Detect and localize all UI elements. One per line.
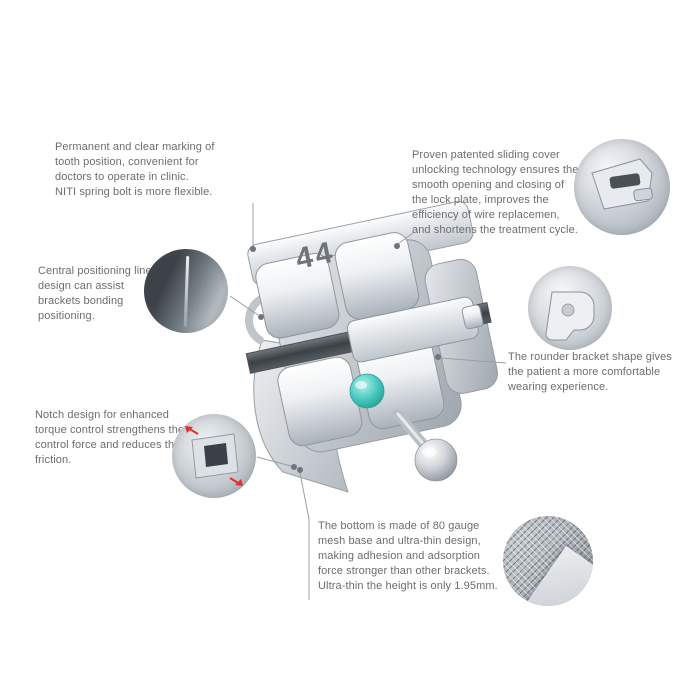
leader-line	[397, 232, 414, 245]
teal-indicator-dot	[349, 373, 385, 409]
spring-clip-curl	[245, 294, 267, 344]
callout-dot	[297, 467, 303, 473]
mesh-base-photo	[503, 516, 593, 606]
bracket-marking-label: 44	[293, 235, 338, 275]
hook-ball	[393, 409, 458, 482]
leader-line	[256, 456, 292, 467]
callout-dot	[258, 314, 264, 320]
callout-dot	[291, 464, 297, 470]
callout-mesh-base-text: The bottom is made of 80 gauge mesh base…	[318, 520, 498, 592]
callout-rounder-shape-text: The rounder bracket shape gives the pati…	[508, 351, 672, 393]
callout-dot	[435, 354, 441, 360]
leader-line	[229, 295, 259, 316]
notch-design-photo	[172, 414, 256, 498]
mesh-edge-icon	[524, 545, 593, 606]
callout-dot	[250, 246, 256, 252]
torque-arrow-icon	[229, 477, 243, 486]
callout-sliding-cover-text: Proven patented sliding cover unlocking …	[412, 149, 579, 236]
rounded-bracket-icon	[545, 291, 595, 341]
rounder-shape-photo	[528, 266, 612, 350]
positioning-line-icon	[183, 255, 190, 327]
teal-highlight	[355, 381, 367, 389]
callout-positioning-line-text: Central positioning line design can assi…	[38, 265, 152, 322]
callout-notch-text: Notch design for enhanced torque control…	[35, 409, 185, 466]
sliding-cover-photo	[574, 139, 670, 235]
callout-marking-text: Permanent and clear marking of tooth pos…	[55, 141, 215, 198]
notch-detail-icon	[185, 426, 243, 486]
bracket-illustration: 44	[245, 201, 498, 493]
central-line-photo	[144, 249, 228, 333]
leader-lines	[229, 203, 507, 600]
sliding-cover-detail-icon	[591, 158, 653, 210]
leader-line	[439, 357, 507, 364]
callout-dot	[394, 243, 400, 249]
torque-arrow-icon	[185, 426, 199, 435]
leader-line	[299, 472, 310, 600]
